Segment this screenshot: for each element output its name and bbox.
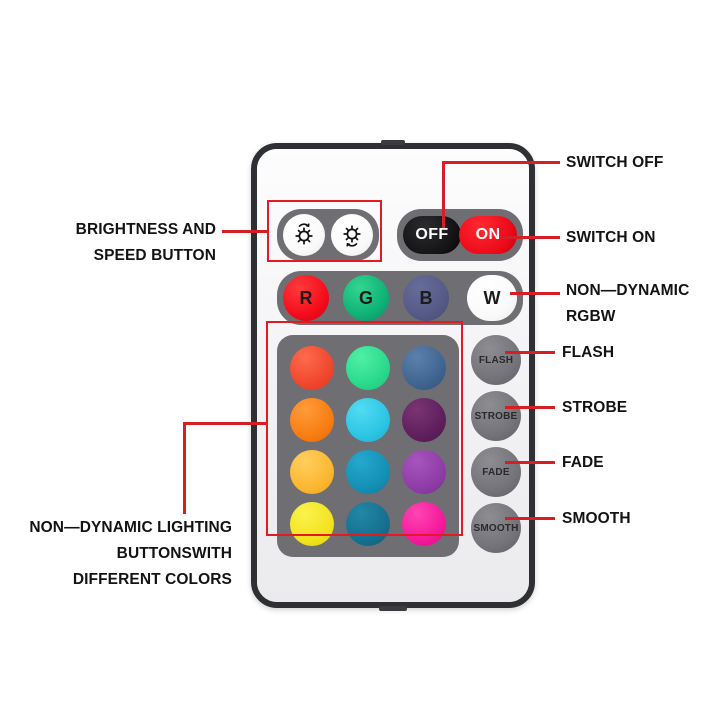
leader-line-strobe — [505, 406, 555, 409]
color-cell[interactable] — [285, 499, 339, 549]
leader-line-fade — [505, 461, 555, 464]
leader-line-switch-off-vertical — [442, 161, 445, 228]
brightness-down-button[interactable] — [331, 214, 373, 256]
annotation-fade: FADE — [562, 454, 604, 471]
color-cell[interactable] — [341, 343, 395, 393]
color-cell[interactable] — [285, 447, 339, 497]
annotation-brightness-speed-line2: SPEED BUTTON — [93, 247, 216, 264]
leader-line-smooth — [505, 517, 555, 520]
color-cell[interactable] — [341, 395, 395, 445]
color-cell[interactable] — [397, 499, 451, 549]
annotation-brightness-speed-line1: BRIGHTNESS AND — [75, 221, 216, 238]
color-dot-r1c1[interactable] — [290, 346, 334, 390]
annotation-strobe: STROBE — [562, 399, 628, 416]
leader-line-colors-horizontal — [183, 422, 267, 425]
off-button[interactable]: OFF — [403, 216, 461, 254]
smooth-button[interactable]: SMOOTH — [471, 503, 521, 553]
annotation-non-dynamic-lighting-line2: BUTTONSWITH — [116, 545, 232, 562]
color-dot-r4c1[interactable] — [290, 502, 334, 546]
color-button-grid — [285, 343, 451, 549]
red-button[interactable]: R — [283, 275, 329, 321]
color-dot-r3c3[interactable] — [402, 450, 446, 494]
leader-line-flash — [505, 351, 555, 354]
color-dot-r2c2[interactable] — [346, 398, 390, 442]
remote-top-nub — [381, 140, 405, 145]
annotation-non-dynamic-rgbw: NON—DYNAMIC RGBW — [566, 278, 689, 330]
on-button[interactable]: ON — [459, 216, 517, 254]
color-dot-r3c1[interactable] — [290, 450, 334, 494]
leader-line-brightness — [222, 230, 268, 233]
leader-line-rgbw — [510, 292, 560, 295]
rgbw-panel: R G B W — [277, 271, 523, 325]
brightness-panel — [277, 209, 379, 261]
color-dot-r2c3[interactable] — [402, 398, 446, 442]
color-cell[interactable] — [285, 343, 339, 393]
color-cell[interactable] — [397, 395, 451, 445]
color-dot-r2c1[interactable] — [290, 398, 334, 442]
color-cell[interactable] — [341, 499, 395, 549]
annotation-non-dynamic-rgbw-line1: NON—DYNAMIC — [566, 282, 690, 299]
annotation-brightness-speed: BRIGHTNESS AND SPEED BUTTON — [18, 217, 216, 269]
green-button[interactable]: G — [343, 275, 389, 321]
annotation-switch-off: SWITCH OFF — [566, 154, 664, 171]
leader-line-switch-on — [503, 236, 560, 239]
sun-increase-icon — [295, 223, 313, 245]
color-cell[interactable] — [341, 447, 395, 497]
brightness-callout-box — [267, 200, 382, 262]
color-dot-r3c2[interactable] — [346, 450, 390, 494]
color-dot-r4c3[interactable] — [402, 502, 446, 546]
color-cell[interactable] — [397, 343, 451, 393]
sun-decrease-icon — [343, 225, 361, 247]
color-dot-r1c2[interactable] — [346, 346, 390, 390]
fade-button[interactable]: FADE — [471, 447, 521, 497]
remote-control-body: OFF ON R G B W — [251, 140, 535, 611]
color-cell[interactable] — [285, 395, 339, 445]
power-panel: OFF ON — [397, 209, 523, 261]
brightness-up-button[interactable] — [283, 214, 325, 256]
annotation-non-dynamic-lighting-line1: NON—DYNAMIC LIGHTING — [29, 519, 232, 536]
blue-button[interactable]: B — [403, 275, 449, 321]
color-grid-panel — [277, 335, 459, 557]
color-dot-r1c3[interactable] — [402, 346, 446, 390]
leader-line-colors-vertical — [183, 422, 186, 514]
color-grid-callout-box — [266, 321, 463, 536]
strobe-button[interactable]: STROBE — [471, 391, 521, 441]
flash-button[interactable]: FLASH — [471, 335, 521, 385]
color-dot-r4c2[interactable] — [346, 502, 390, 546]
annotation-non-dynamic-lighting: NON—DYNAMIC LIGHTING BUTTONSWITH DIFFERE… — [10, 515, 232, 593]
remote-bottom-nub — [379, 606, 407, 611]
annotation-smooth: SMOOTH — [562, 510, 631, 527]
annotation-flash: FLASH — [562, 344, 615, 361]
annotation-non-dynamic-rgbw-line2: RGBW — [566, 308, 616, 325]
color-cell[interactable] — [397, 447, 451, 497]
leader-line-switch-off-horizontal — [442, 161, 560, 164]
remote-face: OFF ON R G B W — [257, 149, 529, 602]
white-button[interactable]: W — [467, 275, 517, 321]
annotation-switch-on: SWITCH ON — [566, 229, 656, 246]
annotation-non-dynamic-lighting-line3: DIFFERENT COLORS — [72, 571, 232, 588]
